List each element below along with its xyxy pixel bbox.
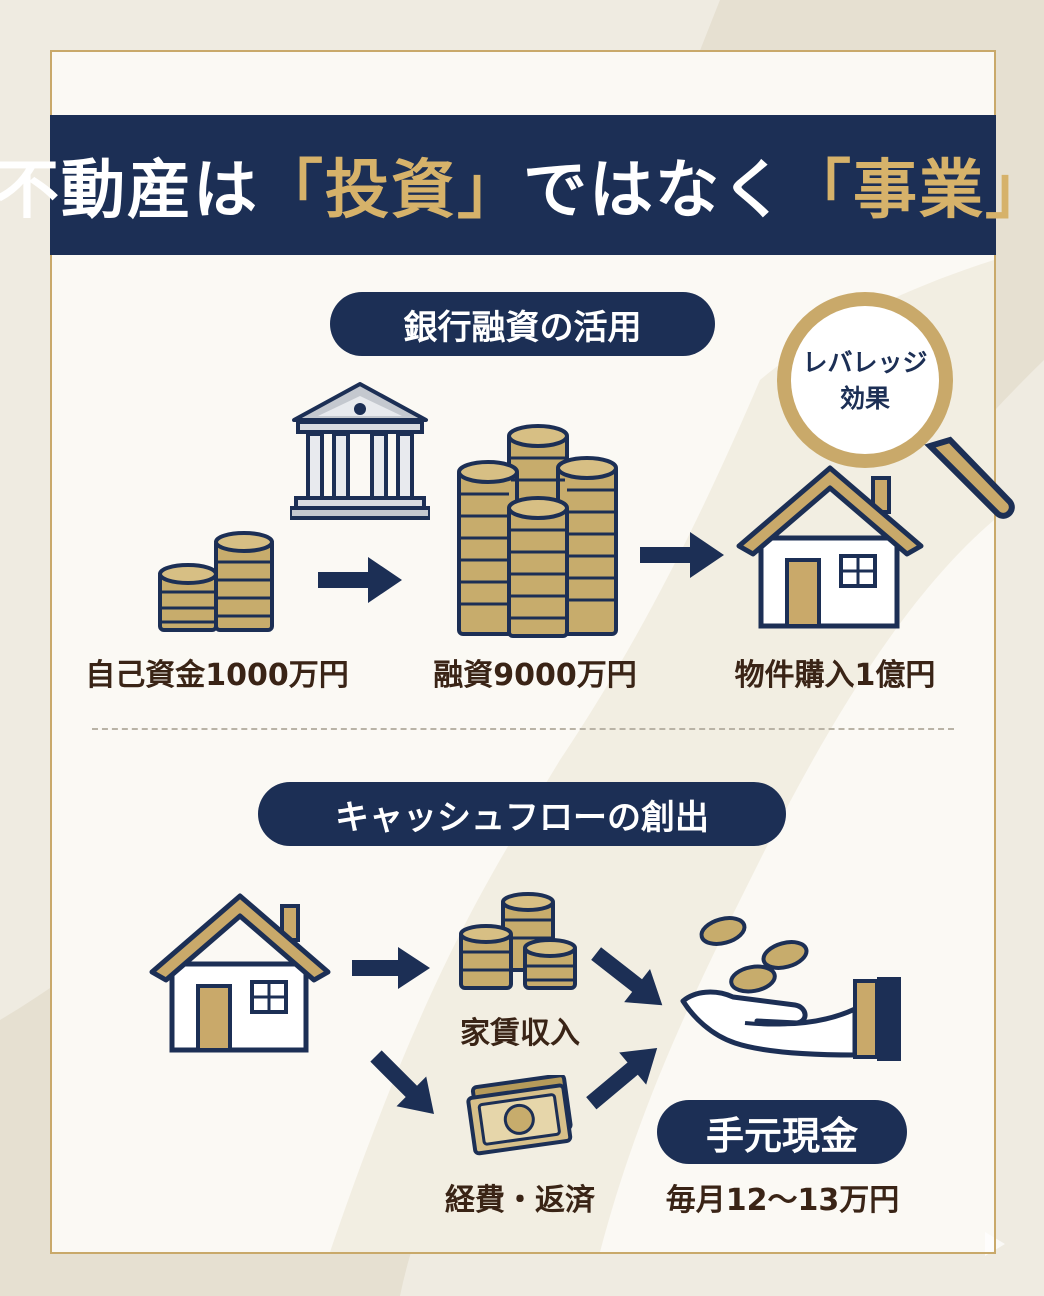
section2-heading: キャッシュフローの創出 bbox=[258, 782, 786, 846]
magnifier-text: レバレッジ 効果 bbox=[780, 345, 950, 417]
magnifier-icon bbox=[777, 292, 1015, 519]
outer-frame bbox=[50, 50, 996, 1254]
house-icon-rental bbox=[149, 893, 331, 1053]
bank-icon bbox=[290, 382, 430, 520]
loan-label: 融資9000万円 bbox=[433, 658, 637, 693]
hand-coins-icon bbox=[680, 916, 901, 1061]
purchase-label: 物件購入1億円 bbox=[734, 658, 936, 693]
coin-stack-icon-loan bbox=[457, 424, 618, 638]
coin-stack-icon-own-funds bbox=[158, 531, 274, 632]
arrow-icon-expenses bbox=[370, 1050, 434, 1114]
arrow-icon-rent bbox=[352, 947, 430, 989]
section-divider bbox=[92, 728, 954, 730]
magnifier-text-line1: レバレッジ bbox=[802, 348, 928, 377]
house-icon-purchase bbox=[736, 465, 924, 629]
banknote-icon bbox=[466, 1075, 573, 1156]
title-part1: 不動産は bbox=[0, 154, 259, 228]
title-part4: 「事業」 bbox=[787, 154, 1044, 228]
title-part3: ではなく bbox=[523, 154, 787, 228]
title-banner: 不動産は「投資」ではなく「事業」 bbox=[0, 115, 1044, 255]
section1-heading: 銀行融資の活用 bbox=[330, 292, 715, 356]
monthly-amount-label: 毎月12〜13万円 bbox=[665, 1183, 900, 1218]
arrow-icon-1 bbox=[318, 557, 402, 603]
expenses-label: 経費・返済 bbox=[445, 1183, 595, 1218]
own-funds-label: 自己資金1000万円 bbox=[85, 658, 349, 693]
cash-on-hand-badge: 手元現金 bbox=[657, 1100, 907, 1164]
magnifier-text-line2: 効果 bbox=[839, 384, 890, 413]
title-part2: 「投資」 bbox=[259, 154, 523, 228]
coin-stack-icon-rent bbox=[459, 892, 577, 990]
arrow-icon-2 bbox=[640, 532, 724, 578]
arrow-icon-expenses-to-hand bbox=[586, 1048, 658, 1110]
rent-income-label: 家賃収入 bbox=[460, 1016, 580, 1051]
page-title: 不動産は「投資」ではなく「事業」 bbox=[0, 139, 1044, 231]
arrow-icon-rent-to-hand bbox=[591, 947, 663, 1006]
